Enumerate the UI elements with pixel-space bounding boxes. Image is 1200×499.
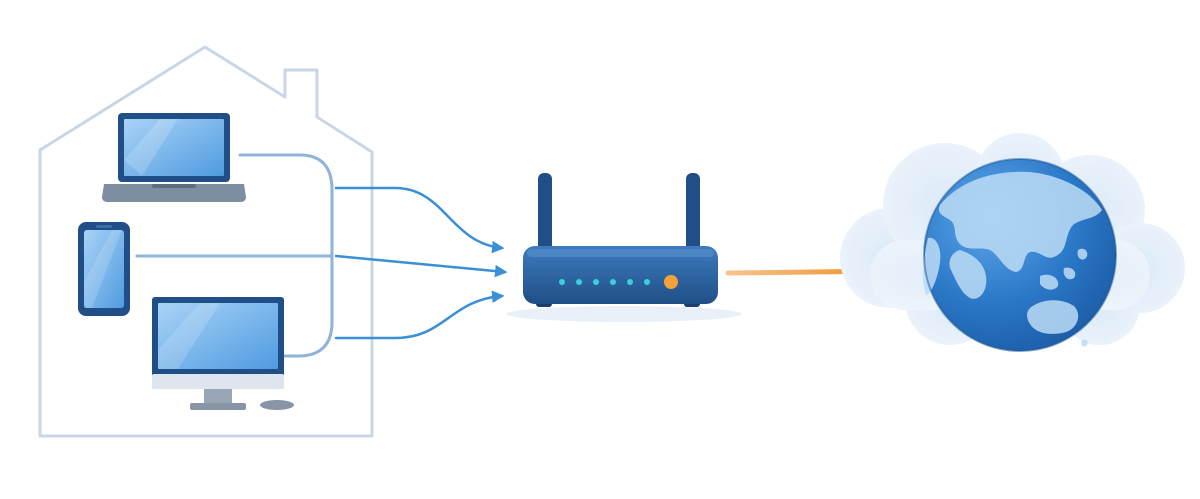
desktop-to-router-arrow — [334, 290, 505, 340]
router-power-light — [664, 275, 678, 289]
device-links — [135, 153, 334, 358]
laptop-to-router-arrow — [334, 186, 505, 254]
desktop-computer-icon — [152, 297, 294, 410]
globe-icon — [923, 158, 1117, 352]
wifi-router-icon — [506, 173, 742, 322]
connection-arrows — [334, 186, 508, 340]
router-status-lights — [559, 279, 650, 285]
mouse-icon — [260, 400, 294, 410]
smartphone-to-router-arrow — [334, 254, 508, 278]
house-outline-icon — [38, 45, 374, 438]
laptop-icon — [102, 113, 246, 202]
smartphone-icon — [78, 222, 130, 316]
